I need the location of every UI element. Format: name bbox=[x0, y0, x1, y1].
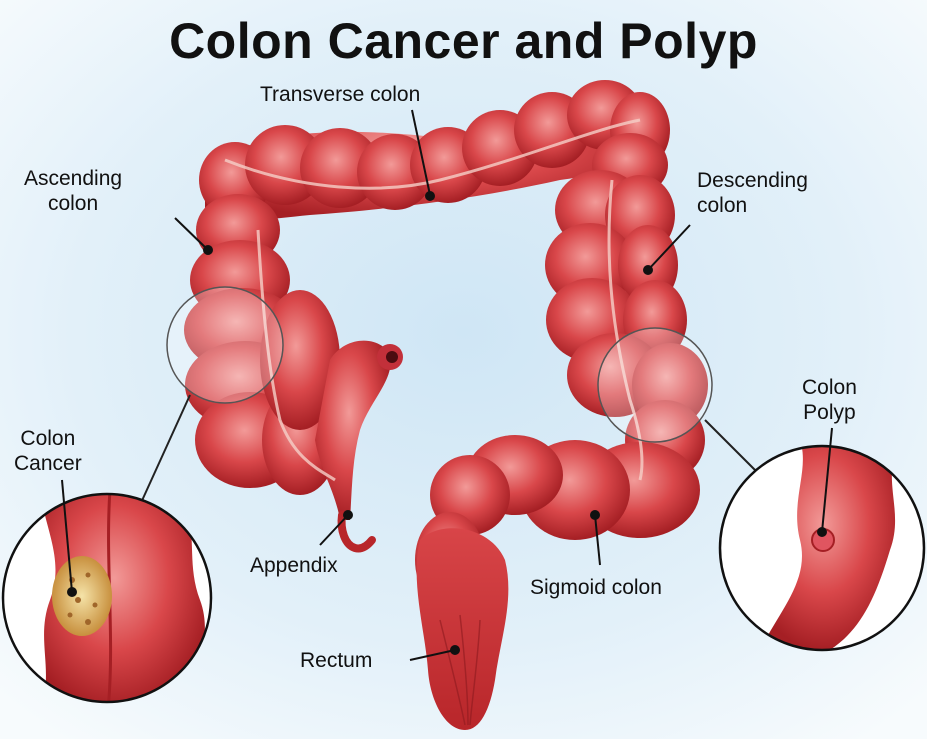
polyp-highlight bbox=[598, 328, 712, 442]
label-rectum: Rectum bbox=[300, 648, 372, 673]
label-descending-colon: Descending colon bbox=[697, 168, 808, 218]
label-transverse-colon: Transverse colon bbox=[260, 82, 420, 107]
label-colon-polyp: Colon Polyp bbox=[802, 375, 857, 425]
label-sigmoid-colon: Sigmoid colon bbox=[530, 575, 662, 600]
label-appendix: Appendix bbox=[250, 553, 338, 578]
label-ascending-colon: Ascending colon bbox=[24, 166, 122, 216]
cancer-highlight bbox=[167, 287, 283, 403]
page-title: Colon Cancer and Polyp bbox=[0, 12, 927, 70]
label-colon-cancer: Colon Cancer bbox=[14, 426, 82, 476]
